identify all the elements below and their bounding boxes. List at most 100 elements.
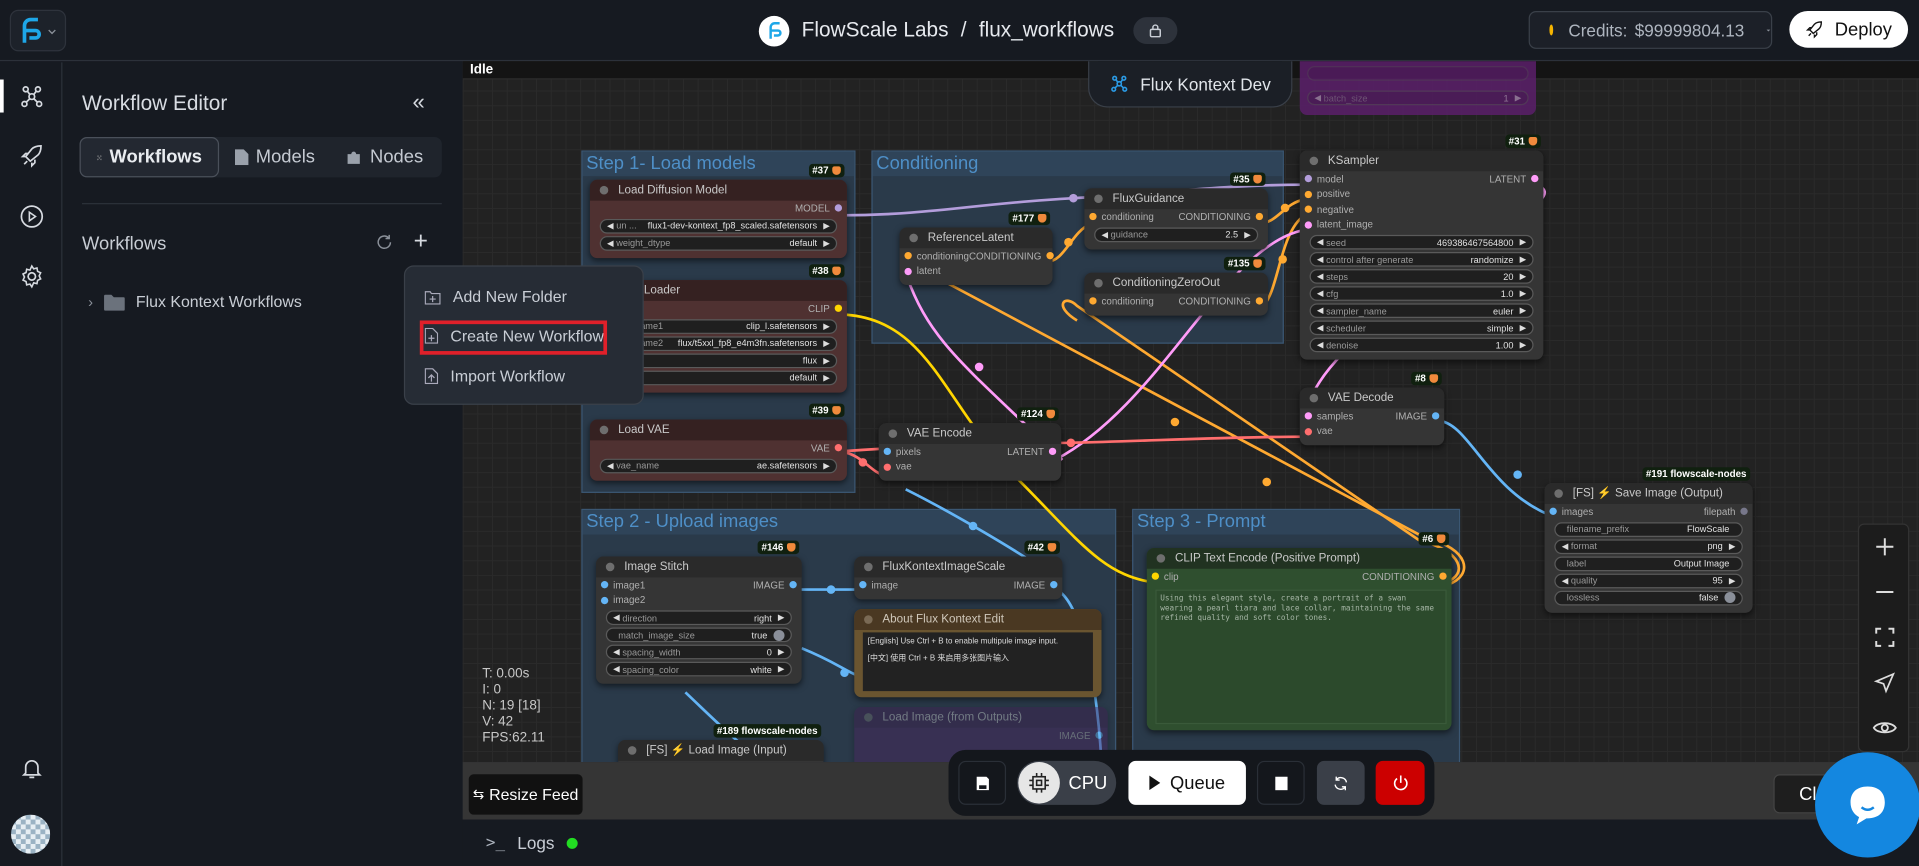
input-slot-negative[interactable]: negative	[1304, 204, 1354, 215]
increment-arrow-icon[interactable]: ▶	[777, 665, 785, 674]
decrement-arrow-icon[interactable]: ◀	[613, 648, 620, 657]
input-slot-images[interactable]: images	[1549, 506, 1593, 517]
reroute-point[interactable]	[1170, 417, 1180, 427]
collapse-dot[interactable]	[1309, 393, 1319, 403]
output-slot-clip[interactable]: CLIP	[808, 303, 843, 314]
zoom-in-icon[interactable]	[1870, 532, 1899, 561]
credits-dropdown[interactable]: Credits: $99999804.13	[1528, 11, 1773, 49]
refresh-icon[interactable]	[376, 234, 393, 257]
node-title-bar[interactable]: FluxGuidance	[1084, 188, 1268, 210]
collapse-dot[interactable]	[888, 429, 898, 438]
input-dot[interactable]	[904, 267, 912, 275]
node-save-image[interactable]: [FS] ⚡ Save Image (Output)#191 flowscale…	[1544, 467, 1753, 613]
increment-arrow-icon[interactable]: ▶	[823, 239, 830, 248]
node-title-bar[interactable]: [FS] ⚡ Load Image (Input)	[618, 740, 824, 761]
input-dot[interactable]	[1304, 412, 1313, 420]
output-slot-conditioning[interactable]: CONDITIONING	[1178, 211, 1264, 222]
increment-arrow-icon[interactable]: ▶	[1519, 272, 1527, 282]
output-slot-image[interactable]: IMAGE	[1059, 730, 1103, 741]
app-switcher-button[interactable]	[9, 9, 67, 52]
increment-arrow-icon[interactable]: ▶	[1519, 324, 1527, 333]
increment-arrow-icon[interactable]: ▶	[823, 322, 830, 331]
decrement-arrow-icon[interactable]: ◀	[1101, 230, 1109, 240]
collapse-dot[interactable]	[1094, 194, 1103, 204]
reroute-point[interactable]	[1513, 470, 1522, 479]
input-slot-conditioning[interactable]: conditioning	[904, 250, 969, 261]
collapse-dot[interactable]	[1156, 554, 1166, 563]
increment-arrow-icon[interactable]: ▶	[1244, 230, 1251, 240]
project-name[interactable]: flux_workflows	[978, 18, 1115, 42]
increment-arrow-icon[interactable]: ▶	[1519, 238, 1527, 248]
input-dot[interactable]	[883, 463, 891, 471]
output-slot-conditioning[interactable]: CONDITIONING	[1362, 571, 1447, 582]
cpu-toggle[interactable]: CPU	[1017, 760, 1117, 805]
output-dot[interactable]	[1046, 252, 1054, 260]
output-dot[interactable]	[834, 304, 843, 313]
org-name[interactable]: FlowScale Labs	[801, 18, 949, 42]
node-title-bar[interactable]: Image Stitch	[596, 556, 802, 578]
node-title-bar[interactable]: VAE Decode	[1299, 387, 1445, 409]
save-button[interactable]	[958, 760, 1007, 805]
reroute-point[interactable]	[840, 668, 849, 678]
input-slot-latent-image[interactable]: latent_image	[1304, 219, 1373, 230]
toggle-knob[interactable]	[773, 629, 785, 641]
increment-arrow-icon[interactable]: ▶	[1519, 341, 1527, 350]
chat-support-button[interactable]	[1815, 752, 1919, 858]
increment-arrow-icon[interactable]: ▶	[823, 339, 830, 349]
output-dot[interactable]	[834, 204, 843, 212]
increment-arrow-icon[interactable]: ▶	[1519, 289, 1527, 299]
node-title-bar[interactable]: [FS] ⚡ Save Image (Output)	[1544, 483, 1753, 504]
zoom-out-icon[interactable]	[1870, 577, 1899, 606]
output-dot[interactable]	[1255, 297, 1264, 305]
input-dot[interactable]	[1304, 175, 1313, 183]
increment-arrow-icon[interactable]: ▶	[1728, 576, 1736, 586]
decrement-arrow-icon[interactable]: ◀	[607, 461, 614, 471]
reroute-point[interactable]	[968, 521, 978, 531]
gear-icon[interactable]	[16, 261, 47, 292]
reroute-point[interactable]	[974, 362, 984, 372]
refresh-button[interactable]	[1316, 760, 1365, 805]
input-slot-conditioning[interactable]: conditioning	[1089, 211, 1154, 222]
toggle-knob[interactable]	[1724, 592, 1736, 604]
decrement-arrow-icon[interactable]: ◀	[1316, 255, 1324, 265]
node-title-bar[interactable]: CLIP Text Encode (Positive Prompt)	[1146, 547, 1452, 569]
node-load-image-input[interactable]: [FS] ⚡ Load Image (Input)#189 flowscale-…	[618, 724, 824, 763]
power-button[interactable]	[1375, 760, 1425, 805]
output-slot-image[interactable]: IMAGE	[1396, 411, 1440, 422]
input-slot-vae[interactable]: vae	[1304, 426, 1333, 437]
input-dot[interactable]	[1089, 213, 1097, 221]
decrement-arrow-icon[interactable]: ◀	[613, 665, 620, 674]
prompt-textarea[interactable]: Using this elegant style, create a portr…	[1155, 588, 1447, 724]
input-slot-samples[interactable]: samples	[1304, 411, 1353, 422]
collapse-dot[interactable]	[1554, 489, 1563, 498]
increment-arrow-icon[interactable]: ▶	[823, 373, 830, 383]
increment-arrow-icon[interactable]: ▶	[1519, 255, 1527, 265]
collapse-dot[interactable]	[864, 562, 873, 572]
note-about-flux-kontext[interactable]: About Flux Kontext Edit [English] Use Ct…	[854, 609, 1102, 698]
reroute-point[interactable]	[1069, 193, 1078, 203]
input-dot[interactable]	[904, 252, 912, 260]
output-dot[interactable]	[1050, 581, 1058, 589]
reroute-point[interactable]	[1064, 237, 1073, 247]
output-dot[interactable]	[1531, 175, 1539, 183]
decrement-arrow-icon[interactable]: ◀	[1316, 272, 1324, 282]
decrement-arrow-icon[interactable]: ◀	[1316, 289, 1324, 299]
widget-row[interactable]	[1307, 66, 1529, 81]
workflow-name-tab[interactable]: Flux Kontext Dev	[1088, 61, 1293, 108]
output-slot-image[interactable]: IMAGE	[1014, 579, 1058, 590]
